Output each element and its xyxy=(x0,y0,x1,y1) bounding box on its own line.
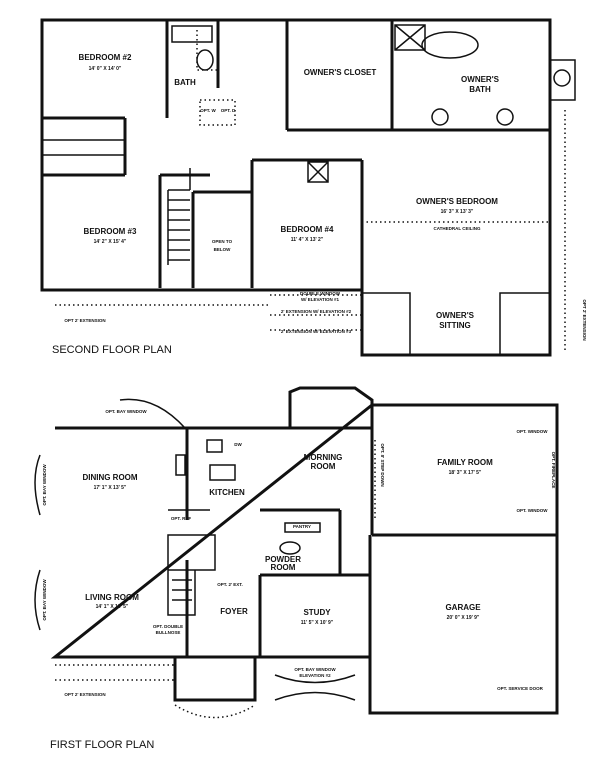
pantry-label: PANTRY xyxy=(293,524,311,529)
bath-label: BATH xyxy=(174,78,196,87)
double-window-note: DOUBLE WINDOW xyxy=(300,291,341,296)
owners-bedroom-label: OWNER'S BEDROOM xyxy=(416,197,498,206)
opt-extension-note: OPT 2' EXTENSION xyxy=(64,318,105,323)
bay-window-front-note: OPT. BAY WINDOW xyxy=(294,667,336,672)
second-floor-title: SECOND FLOOR PLAN xyxy=(52,344,172,356)
bedroom4-label: BEDROOM #4 xyxy=(281,225,334,234)
study-label: STUDY xyxy=(303,608,331,617)
bay-window-left-note-2: OPT. BAY WINDOW xyxy=(42,579,47,621)
opt-d-label: OPT. D xyxy=(221,108,236,113)
opt-window-note-1: OPT. WINDOW xyxy=(517,429,549,434)
bedroom3-dims: 14' 2" X 15' 4" xyxy=(94,239,127,245)
living-room-label: LIVING ROOM xyxy=(85,593,139,602)
owners-closet-label: OWNER'S CLOSET xyxy=(304,68,377,77)
dining-room-dims: 17' 1" X 13' 5" xyxy=(94,485,127,491)
powder-room-label-2: ROOM xyxy=(271,563,296,572)
opt-fireplace-note: OPT. FIREPLACE xyxy=(551,452,556,489)
owners-bath-label-2: BATH xyxy=(469,85,491,94)
owners-bedroom-dims: 16' 3" X 13' 3" xyxy=(441,209,474,215)
cathedral-ceiling-note: CATHEDRAL CEILING xyxy=(433,226,481,231)
double-window-note-2: W/ ELEVATION #1 xyxy=(301,297,340,302)
owners-sitting-label-2: SITTING xyxy=(439,321,471,330)
opt-2ft-ext-note: OPT. 2' EXT. xyxy=(217,582,243,587)
owners-bath-label: OWNER'S xyxy=(461,75,500,84)
garage-label: GARAGE xyxy=(445,603,481,612)
morning-room-label: MORNING xyxy=(304,453,343,462)
study-dims: 11' 5" X 10' 9" xyxy=(301,620,334,626)
kitchen-label: KITCHEN xyxy=(209,488,245,497)
open-to-below-label: OPEN TO xyxy=(212,239,233,244)
service-door-note: OPT. SERVICE DOOR xyxy=(497,686,543,691)
opt-window-note-2: OPT. WINDOW xyxy=(517,508,549,513)
opt-extension-note: OPT 2' EXTENSION xyxy=(64,692,105,697)
bedroom3-label: BEDROOM #3 xyxy=(84,227,137,236)
first-floor-plan: OPT. BAY WINDOW OPT. BAY WINDOW OPT. BAY… xyxy=(34,386,559,751)
open-to-below-label-2: BELOW xyxy=(214,247,232,252)
family-room-dims: 18' 3" X 17' 5" xyxy=(449,470,482,476)
extension-elevation2-note: 2' EXTENSION W/ ELEVATION #2 xyxy=(281,309,352,314)
owners-sitting-label: OWNER'S xyxy=(436,311,475,320)
family-room-label: FAMILY ROOM xyxy=(437,458,493,467)
double-bullnose-note: OPT. DOUBLE xyxy=(153,624,183,629)
opt-step-down-note: OPT. 8' STEP DOWN xyxy=(380,443,385,486)
bedroom2-dims: 14' 0" X 14' 0" xyxy=(89,66,122,72)
bedroom4-dims: 11' 4" X 13' 2" xyxy=(291,237,324,243)
opt-w-label: OPT. W xyxy=(200,108,216,113)
bay-window-top-note: OPT. BAY WINDOW xyxy=(105,409,147,414)
extension-elevation3-note: 2' EXTENSION W/ ELEVATION #3 xyxy=(281,329,352,334)
garage-dims: 20' 0" X 19' 9" xyxy=(447,615,480,621)
living-room-dims: 14' 1" X 13' 5" xyxy=(96,604,129,610)
bay-window-front-note-2: ELEVATION #2 xyxy=(299,673,331,678)
powder-room-label: POWDER xyxy=(265,555,301,564)
opt-extension-right-note: OPT 2' EXTENSION xyxy=(582,299,587,340)
first-floor-title: FIRST FLOOR PLAN xyxy=(50,739,154,751)
bedroom2-label: BEDROOM #2 xyxy=(79,53,132,62)
foyer-label: FOYER xyxy=(220,607,248,616)
second-floor-plan: BEDROOM #2 14' 0" X 14' 0" BATH OPT. W O… xyxy=(40,18,587,357)
double-bullnose-note-2: BULLNOSE xyxy=(156,630,181,635)
dishwasher-label: DW xyxy=(234,442,242,447)
dining-room-label: DINING ROOM xyxy=(82,473,137,482)
opt-ref-label: OPT. REF xyxy=(171,516,192,521)
morning-room-label-2: ROOM xyxy=(311,462,336,471)
bay-window-left-note-1: OPT. BAY WINDOW xyxy=(42,464,47,506)
